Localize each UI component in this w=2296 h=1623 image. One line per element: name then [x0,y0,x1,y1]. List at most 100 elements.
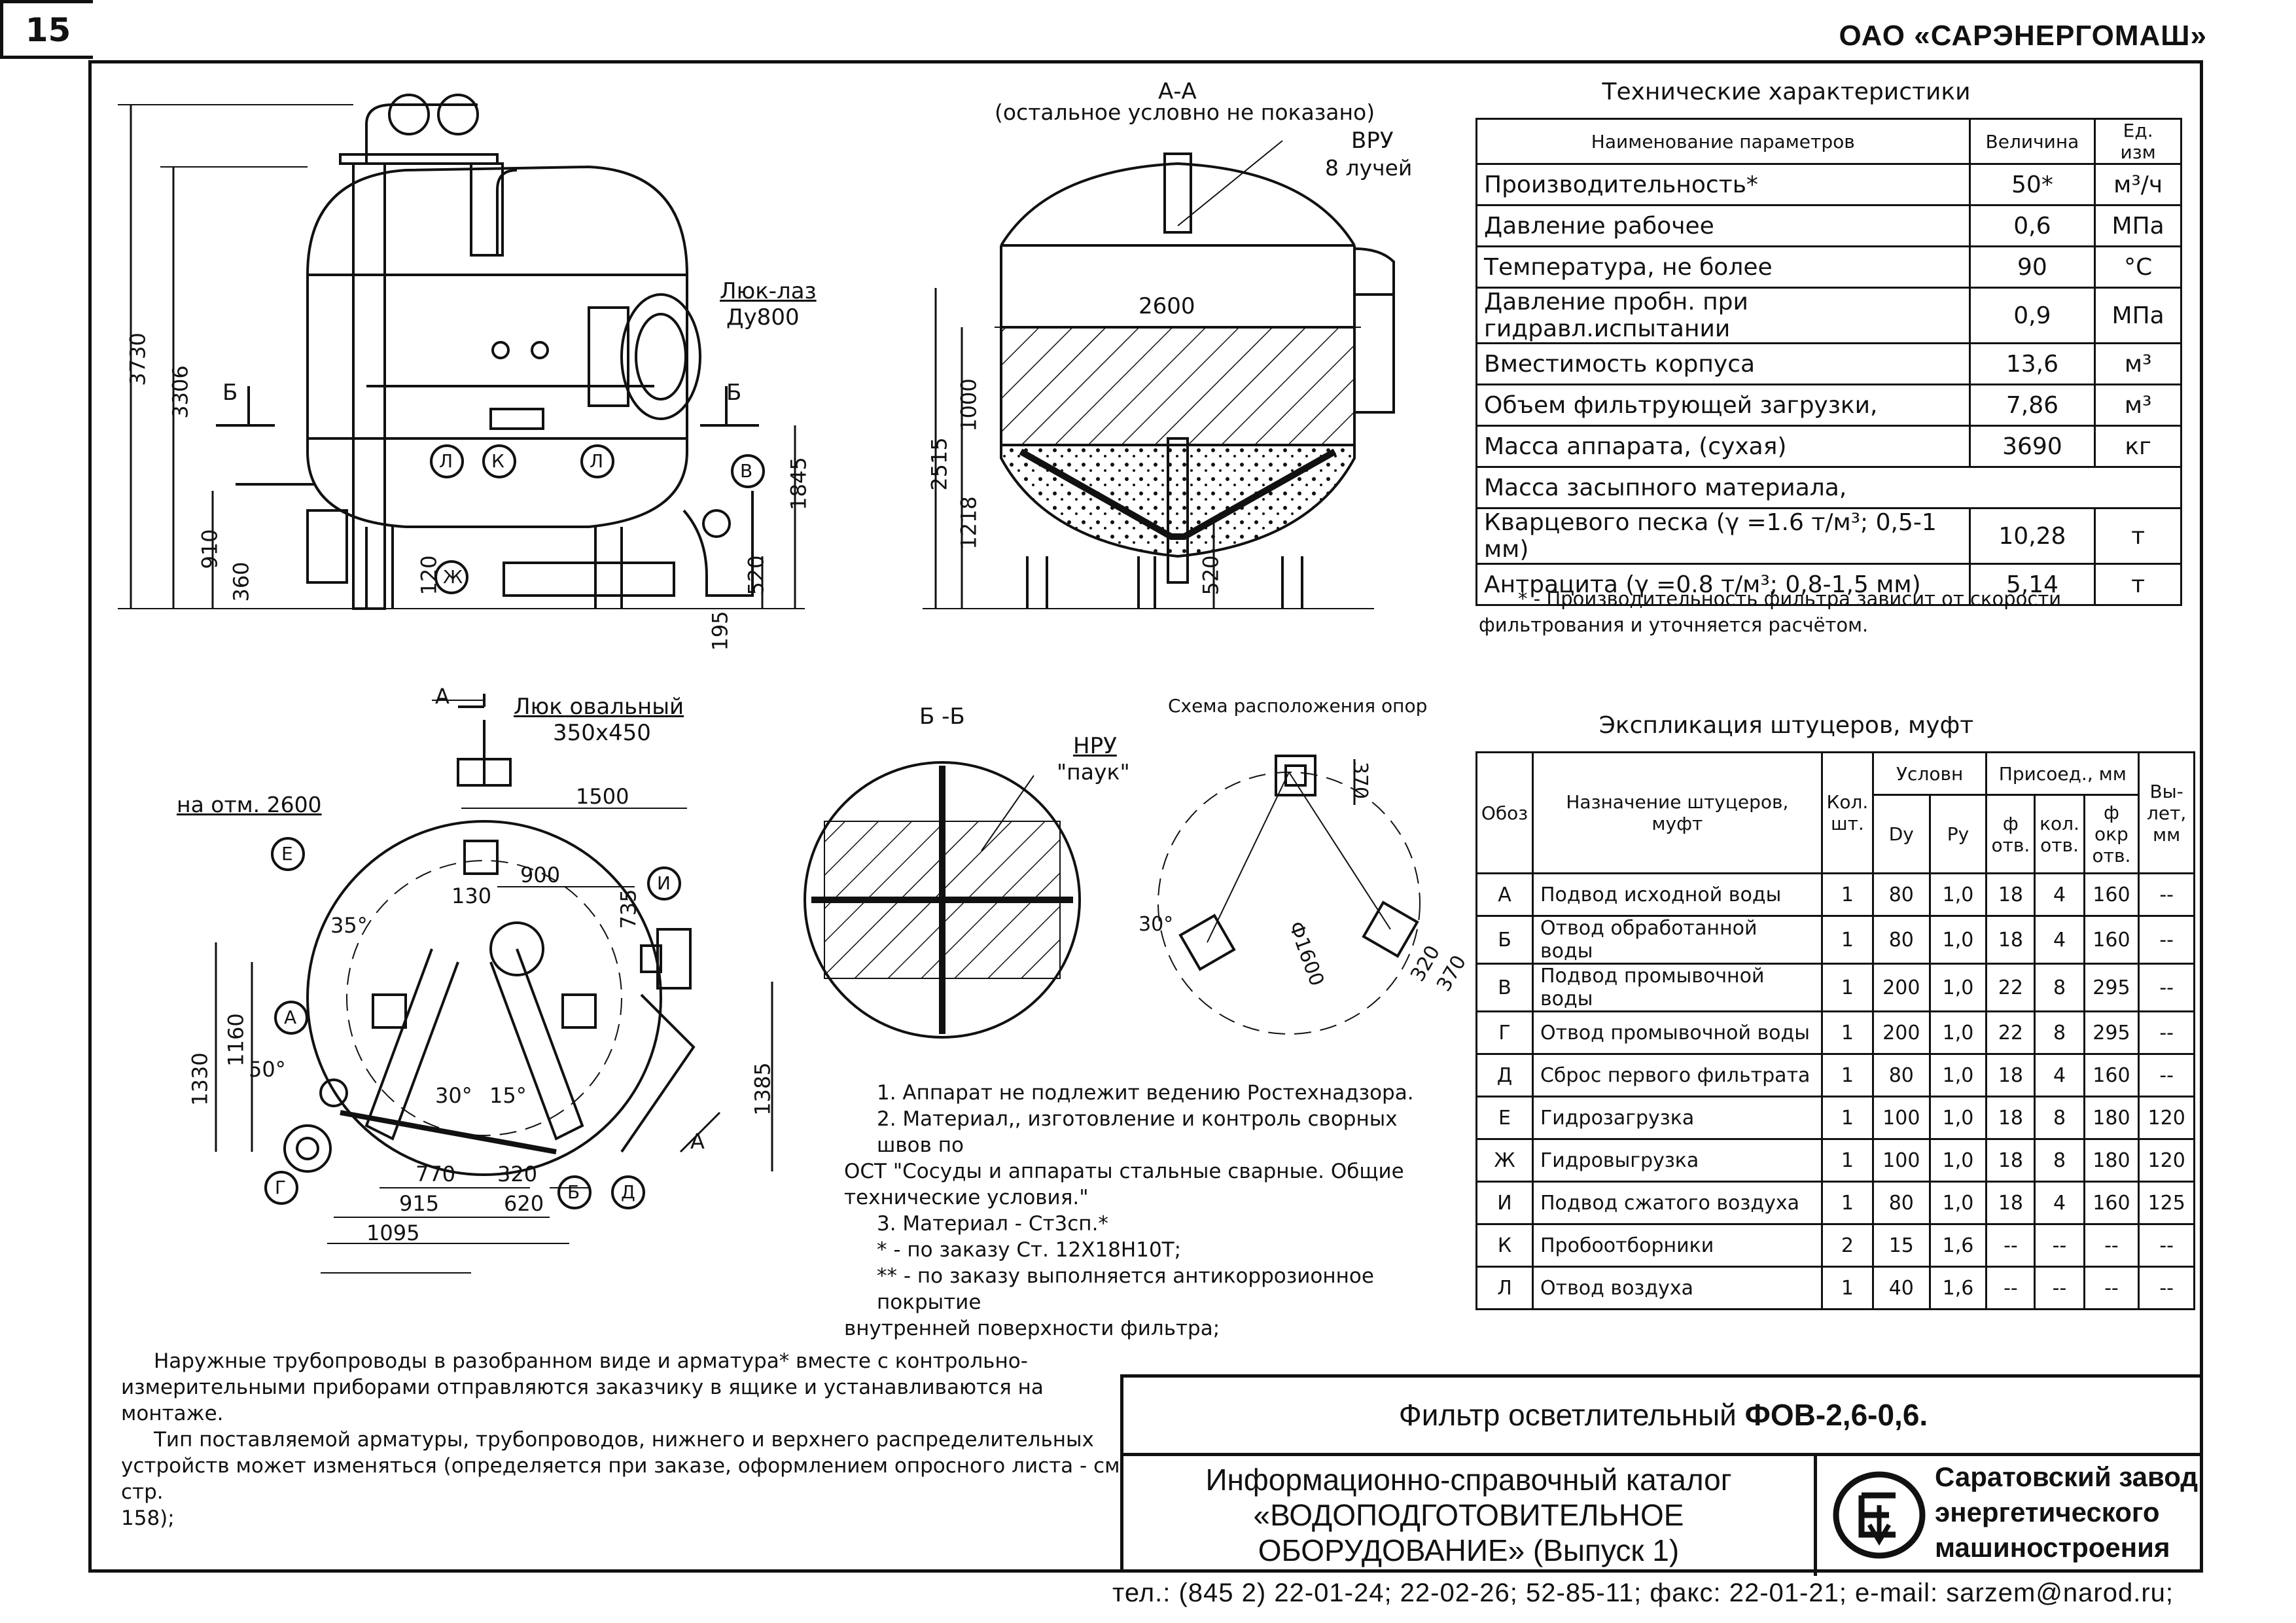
mark-i: И [657,872,671,894]
supports-scheme [1157,755,1421,1035]
ex-header-cond: Условн [1871,751,1988,796]
aa-dim-2600: 2600 [1139,293,1195,319]
general-note-l1: Наружные трубопроводы в разобранном виде… [154,1349,1028,1373]
plan-dim-735: 735 [616,889,641,929]
note-3: 3. Материал - Ст3сп.* [877,1212,1108,1236]
dim-195: 195 [707,611,733,651]
dim-120: 120 [416,555,442,596]
mark-v: В [740,460,753,482]
vru-rays: 8 лучей [1325,155,1413,181]
note-2b: ОСТ "Сосуды и аппараты стальные сварные.… [844,1160,1404,1183]
drawing-frame [88,60,2203,1573]
general-note: Наружные трубопроводы в разобранном виде… [121,1348,1122,1531]
title-block: Фильтр осветлительный ФОВ-2,6-0,6. Инфор… [1120,1374,2203,1576]
dim-910: 910 [197,529,222,569]
note-4: * - по заказу Ст. 12Х18Н10Т; [877,1238,1182,1262]
dim-3730: 3730 [125,332,150,386]
general-note-l3: Тип поставляемой арматуры, трубопроводов… [154,1428,1094,1452]
company-name: ОАО «САРЭНЕРГОМАШ» [1839,20,2207,52]
plan-dim-320: 320 [497,1162,538,1186]
catalog-line-2: «ВОДОПОДГОТОВИТЕЛЬНОЕ [1253,1498,1684,1532]
oval-hatch-label: Люк овальный [514,694,684,720]
general-note-l4: устройств может изменяться (определяется… [121,1454,1120,1504]
tech-footnote-1: * - Производительность фильтра зависит о… [1518,588,2062,610]
plan-dim-1095: 1095 [366,1221,420,1245]
tech-title: Технические характеристики [1602,79,1971,105]
supports-dim-370a: 370 [1349,761,1372,800]
ex-header-obozn: Обоз [1475,751,1534,874]
org-line-1: Саратовский завод [1935,1461,2199,1492]
ex-header-vylet: Вы- лет, мм [2138,751,2195,874]
product-name: Фильтр осветлительный [1398,1398,1737,1432]
tech-footnote-2: фильтрования и уточняется расчётом. [1479,614,1869,636]
tech-table: Наименование параметров Величина Ед. изм… [1475,118,2182,606]
section-bb [804,761,1081,1039]
mark-l-2: Л [590,450,604,472]
plan-angle-15: 15° [489,1083,527,1108]
vru-label: ВРУ [1351,128,1394,154]
org-line-3: машиностроения [1935,1532,2170,1563]
notes: 1. Аппарат не подлежит ведению Ростехнад… [844,1080,1453,1342]
mark-a: А [284,1007,297,1028]
dim-520: 520 [743,555,769,596]
level-mark: на отм. 2600 [177,792,322,817]
section-mark-b-right: Б [726,380,742,406]
note-2a: 2. Материал,, изготовление и контроль св… [877,1107,1398,1157]
ex-header-purpose: Назначение штуцеров, муфт [1531,751,1823,874]
ex-header-d-otv: ф отв. [1985,794,2036,874]
tech-header-value: Величина [1968,118,2096,165]
explication-table: Обоз Назначение штуцеров, муфт Кол. шт. … [1475,751,2195,1310]
org-line-2: энергетического [1935,1497,2160,1527]
plan-dim-1500: 1500 [576,784,629,809]
mark-b-plan: Б [567,1181,580,1203]
plan-angle-35: 35° [330,913,368,938]
hatch-label: Люк-лаз [720,278,817,304]
supports-title: Схема расположения опор [1168,695,1428,717]
mark-g: Г [275,1177,287,1198]
plan-dim-1160: 1160 [223,1013,249,1067]
plan-angle-50: 50° [249,1057,286,1082]
plan-dim-770: 770 [415,1162,456,1186]
note-5a: ** - по заказу выполняется антикоррозион… [877,1264,1374,1314]
section-bb-title: Б -Б [919,704,965,730]
nru-subtitle: "паук" [1057,759,1130,785]
organization-name: Саратовский завод энергетического машино… [1935,1459,2203,1565]
note-1: 1. Аппарат не подлежит ведению Ростехнад… [877,1081,1414,1105]
tech-header-unit: Ед. изм [2094,118,2182,165]
plan-dim-1385: 1385 [750,1062,775,1116]
tech-row: Производительность*50*м³/ч [1475,163,2182,206]
product-model: ФОВ-2,6-0,6. [1744,1398,1928,1432]
plan-dim-130: 130 [451,883,492,908]
page-number: 15 [0,0,93,59]
note-2c: технические условия." [844,1186,1089,1209]
contacts-line: тел.: (845 2) 22-01-24; 22-02-26; 52-85-… [1112,1578,2174,1607]
ex-header-qty: Кол. шт. [1820,751,1874,874]
plan-angle-30: 30° [435,1083,472,1108]
product-title: Фильтр осветлительный ФОВ-2,6-0,6. [1123,1378,2203,1456]
plan-view [215,694,773,1274]
ex-header-dy: Dy [1871,794,1931,874]
oval-hatch-size: 350x450 [553,720,651,746]
hatch-size: Ду800 [726,304,800,330]
plan-dim-620: 620 [504,1191,544,1216]
plan-section-arrow-a: А [690,1129,705,1154]
mark-e: Е [281,843,293,865]
supports-angle-30: 30° [1139,913,1174,936]
aa-dim-520: 520 [1198,555,1224,596]
dim-3306: 3306 [168,365,193,419]
ex-header-py: Ру [1928,794,1988,874]
plan-dim-915: 915 [399,1191,440,1216]
